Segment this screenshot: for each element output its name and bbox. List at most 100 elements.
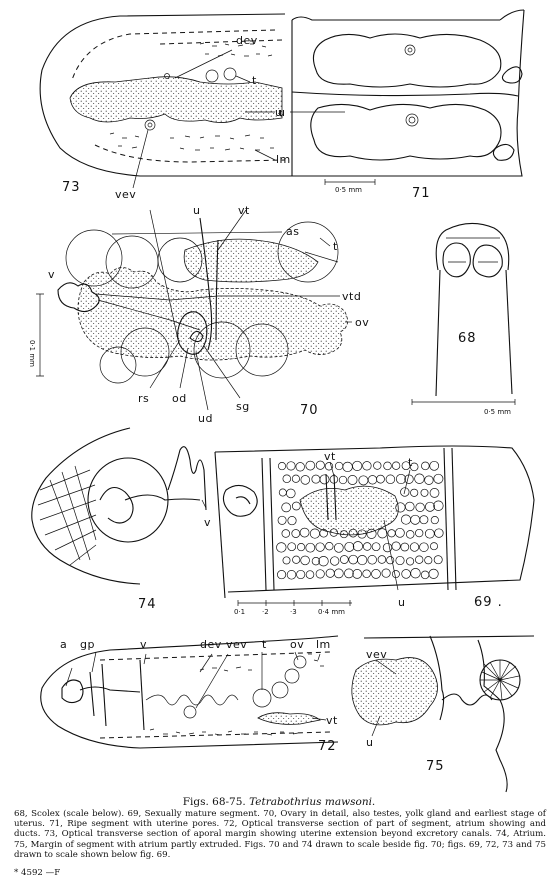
testis-cell [311,557,321,566]
testis-cell [338,475,348,485]
testis-cell [348,528,358,538]
label-71-u: u [275,106,282,119]
label-72-dev: dev [200,638,222,651]
label-73-vev: vev [115,188,136,201]
testis-cell [339,555,349,564]
figure-number-75: 75 [426,759,445,774]
testis-cell [287,542,297,552]
label-72-gp: gp [80,638,95,651]
testis-cell [352,541,363,552]
testis-cell [281,529,291,538]
label-72-lm: lm [316,638,331,651]
testis-cell [305,542,316,553]
testis-cell [347,475,358,485]
testis-cell [291,529,301,538]
testis-cell [325,542,334,551]
testis-cell [319,474,330,485]
testis-cell [429,488,440,498]
testis-cell [281,502,292,513]
testis-cell [348,554,358,565]
scale-68: 0·5 mm [484,408,511,416]
testis-cell [409,462,419,472]
testis-cell [373,461,382,470]
testis-cell [282,474,292,484]
testis-cell [415,502,425,512]
label-70-sg: sg [236,400,250,413]
testis-cell [362,542,372,551]
testis-cell [385,474,396,485]
testis-cell [421,461,430,471]
scale-69-d: 0·4 mm [318,608,345,616]
testis-cell [420,570,430,580]
testis-cell [276,542,287,553]
testis-cell [405,501,415,512]
testis-cell [325,568,335,578]
testis-cell [382,542,393,553]
testis-cell [433,555,443,565]
label-72-t: t [262,638,267,651]
label-70-ud: ud [198,412,213,425]
testis-cell [287,516,297,526]
testis-cell [419,515,429,525]
figure-number-73: 73 [62,180,81,195]
testis-cell [424,528,435,539]
label-72-v: v [140,638,147,651]
label-70-vtd: vtd [342,290,361,303]
testis-cell [334,461,344,471]
testis-cell [387,529,396,538]
testis-cell [376,474,385,484]
testis-cell [300,475,311,485]
label-73-u: u [278,106,285,119]
plate-title: Figs. 68-75. Tetrabothrius mawsoni. [0,796,558,808]
testis-cell [434,528,444,538]
testis-cell [352,460,363,471]
label-69-u: u [398,596,405,609]
testis-cell [286,461,296,471]
testis-cell [295,462,305,472]
figure-72: a gp v dev vev t ov lm vt 72 [40,635,339,754]
label-73-dev: dev [236,34,258,47]
testis-cell [383,461,392,471]
testis-cell [333,542,344,553]
testis-cell [400,487,410,497]
testis-cell [300,555,310,566]
scale-70: 0·1 mm [28,340,36,367]
testis-cell [286,488,296,499]
testis-cell [305,460,316,471]
testis-cell [428,568,439,579]
testis-cell [391,570,400,579]
testis-cell [414,473,425,484]
testis-cell [433,500,444,511]
label-69-t: t [408,456,413,469]
testis-cell [291,474,300,483]
testis-cell [278,488,287,497]
label-74-v: v [204,516,211,529]
label-72-vev: vev [226,638,247,651]
testis-cell [367,475,378,485]
testis-cell [415,528,424,538]
figure-75: vev u 75 [351,635,535,793]
testis-cell [391,461,401,470]
testis-cell [425,501,435,512]
testis-cell [400,514,412,525]
testis-cell [381,568,391,578]
testis-cell [400,542,410,552]
testis-cell [277,515,287,525]
label-70-od: od [172,392,187,405]
label-70-rs: rs [138,392,149,405]
testis-cell [277,462,287,471]
testis-cell [377,528,388,539]
testis-cell [391,541,401,551]
scale-69-c: ·3 [290,608,297,616]
testis-cell [315,460,325,470]
label-73-lm: lm [276,153,291,166]
testis-cell [395,502,406,513]
label-72-a: a [60,638,67,651]
label-70-ov: ov [355,316,369,329]
testis-cell [409,542,420,552]
figure-number-69: 69 . [474,595,503,610]
testis-cell [424,475,434,485]
testis-cell [299,527,310,538]
testis-cell [309,528,320,539]
